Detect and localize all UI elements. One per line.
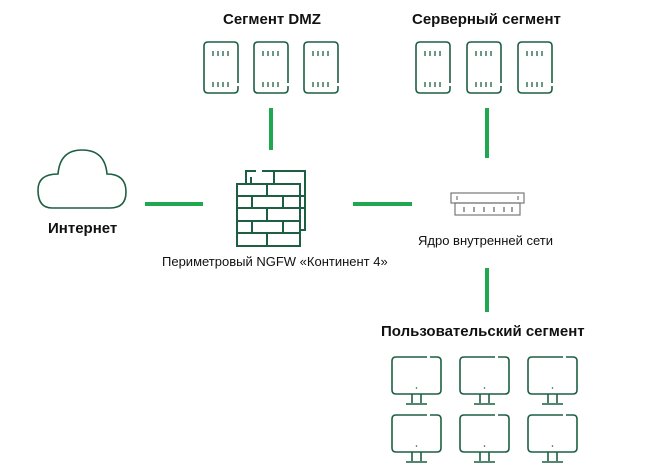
workstation-icon [527,414,578,463]
server-icon [415,41,451,94]
server-segment-title: Серверный сегмент [412,11,561,28]
firewall-icon [236,170,306,247]
dmz-segment-title: Сегмент DMZ [223,11,321,28]
server-segment-servers [415,41,553,94]
server-icon [253,41,289,94]
server-icon [303,41,339,94]
workstation-icon [459,356,510,405]
core-label: Ядро внутренней сети [418,233,554,248]
server-icon [203,41,239,94]
user-segment-title: Пользовательский сегмент [381,323,585,340]
switch-icon [450,192,525,216]
server-icon [466,41,502,94]
ngfw-label: Периметровый NGFW «Континент 4» [162,254,388,269]
workstation-icon [459,414,510,463]
workstation-icon [391,356,442,405]
workstation-icon [391,414,442,463]
dmz-servers [203,41,339,94]
links [145,108,489,312]
cloud-icon [37,149,127,209]
internet-label: Интернет [48,220,118,237]
workstation-icon [527,356,578,405]
workstations [391,356,578,463]
server-icon [517,41,553,94]
